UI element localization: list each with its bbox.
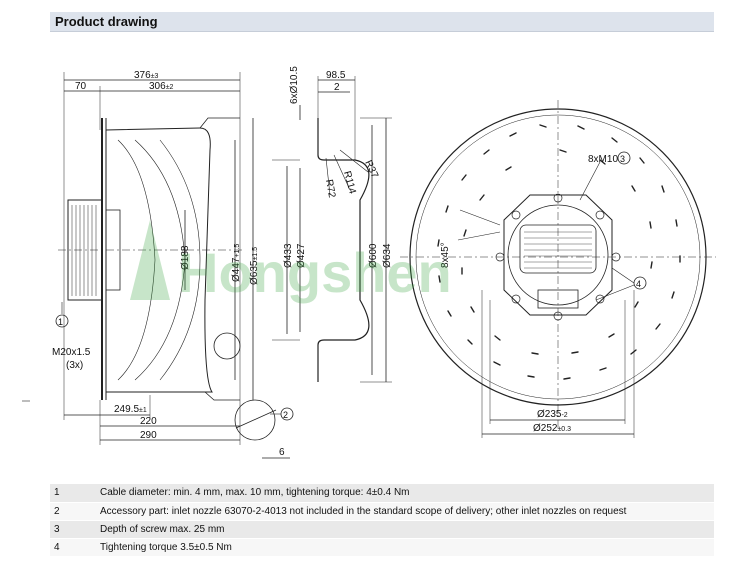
callout-4-leader-b	[595, 284, 635, 301]
motor-front-octagon	[503, 194, 613, 316]
note-text: Accessory part: inlet nozzle 63070-2-401…	[100, 502, 714, 521]
cable-thread: M20x1.5	[52, 347, 91, 358]
table-row: 2 Accessory part: inlet nozzle 63070-2-4…	[50, 502, 714, 521]
section-header: Product drawing	[50, 12, 714, 32]
bolt-holes	[495, 193, 621, 321]
note-text: Cable diameter: min. 4 mm, max. 10 mm, t…	[100, 484, 714, 503]
watermark: Hongshen	[130, 220, 452, 304]
drawing-canvas: 376±3 70 306±2 Ø188 Ø447+1.5 Ø635±1.5 24…	[22, 66, 716, 459]
wheel-top-lip	[199, 117, 240, 129]
callout-4-leader-a	[611, 267, 635, 284]
watermark-logo-icon	[130, 220, 170, 300]
dim-angle: 8x45°	[440, 242, 451, 268]
blade-marks	[437, 124, 681, 380]
cable-count: (3x)	[66, 360, 83, 371]
dim-r114: R114	[341, 170, 358, 196]
dim-70: 70	[75, 81, 87, 92]
callout-4: 4	[636, 279, 641, 289]
cable-gland-block	[537, 289, 579, 309]
detail-line	[235, 409, 277, 429]
leader-angle	[457, 231, 501, 241]
leader-bolts	[579, 161, 601, 201]
watermark-text: Hongshen	[178, 241, 452, 304]
dim-600: Ø600	[368, 243, 379, 268]
table-row: 3 Depth of screw max. 25 mm	[50, 520, 714, 539]
terminal-box	[519, 224, 597, 274]
dim-447: Ø447+1.5	[231, 244, 242, 282]
callout-2: 2	[283, 410, 288, 420]
dim-6: 6	[279, 447, 285, 458]
dim-188: Ø188	[180, 245, 191, 270]
note-number: 4	[50, 538, 100, 557]
radius-leader-114	[333, 154, 351, 191]
dim-220: 220	[140, 416, 157, 427]
blade-curve	[117, 139, 156, 381]
inlet-nozzle-profile	[317, 118, 370, 382]
leader-1	[459, 209, 501, 226]
dim-r72: R72	[323, 179, 337, 199]
note-number: 3	[50, 520, 100, 539]
note-number: 1	[50, 484, 100, 503]
callout-3-circle	[617, 151, 631, 165]
table-row: 4 Tightening torque 3.5±0.5 Nm	[50, 538, 714, 557]
dim-252: Ø252±0.3	[533, 423, 571, 434]
dim-bolts: 8xM10	[588, 154, 618, 165]
dim-427: Ø427	[296, 243, 307, 268]
note-text: Tightening torque 3.5±0.5 Nm	[100, 538, 714, 557]
blade-curve	[159, 139, 201, 381]
note-text: Depth of screw max. 25 mm	[100, 520, 714, 539]
dim-985: 98.5	[326, 70, 346, 81]
wheel-bottom-lip	[204, 391, 240, 401]
dim-306: 306±2	[149, 81, 174, 92]
dim-635: Ø635±1.5	[249, 247, 260, 285]
dim-433: Ø433	[283, 243, 294, 268]
product-drawing: 376±3 70 306±2 Ø188 Ø447+1.5 Ø635±1.5 24…	[0, 38, 750, 478]
note-number: 2	[50, 502, 100, 521]
dim-235: Ø235-2	[537, 409, 568, 420]
callout-3: 3	[620, 154, 625, 164]
table-row: 1 Cable diameter: min. 4 mm, max. 10 mm,…	[50, 484, 714, 503]
section-title: Product drawing	[55, 14, 158, 29]
dim-376: 376±3	[134, 70, 159, 81]
dim-634: Ø634	[382, 243, 393, 268]
radius-leader-37	[339, 149, 369, 173]
detail-circle	[213, 332, 241, 360]
dim-2495: 249.5±1	[114, 404, 147, 415]
callout-1-circle	[55, 314, 69, 328]
motor-front-circle	[507, 204, 609, 306]
dim-2: 2	[334, 82, 340, 93]
dim-hole: 6xØ10.5	[289, 66, 300, 104]
radius-leader-72	[325, 157, 331, 196]
detail-circle-zoom	[234, 399, 276, 441]
notes-table: 1 Cable diameter: min. 4 mm, max. 10 mm,…	[50, 484, 714, 557]
wheel-side-profile	[105, 127, 213, 393]
dim-290: 290	[140, 430, 157, 441]
callout-1: 1	[58, 317, 63, 327]
